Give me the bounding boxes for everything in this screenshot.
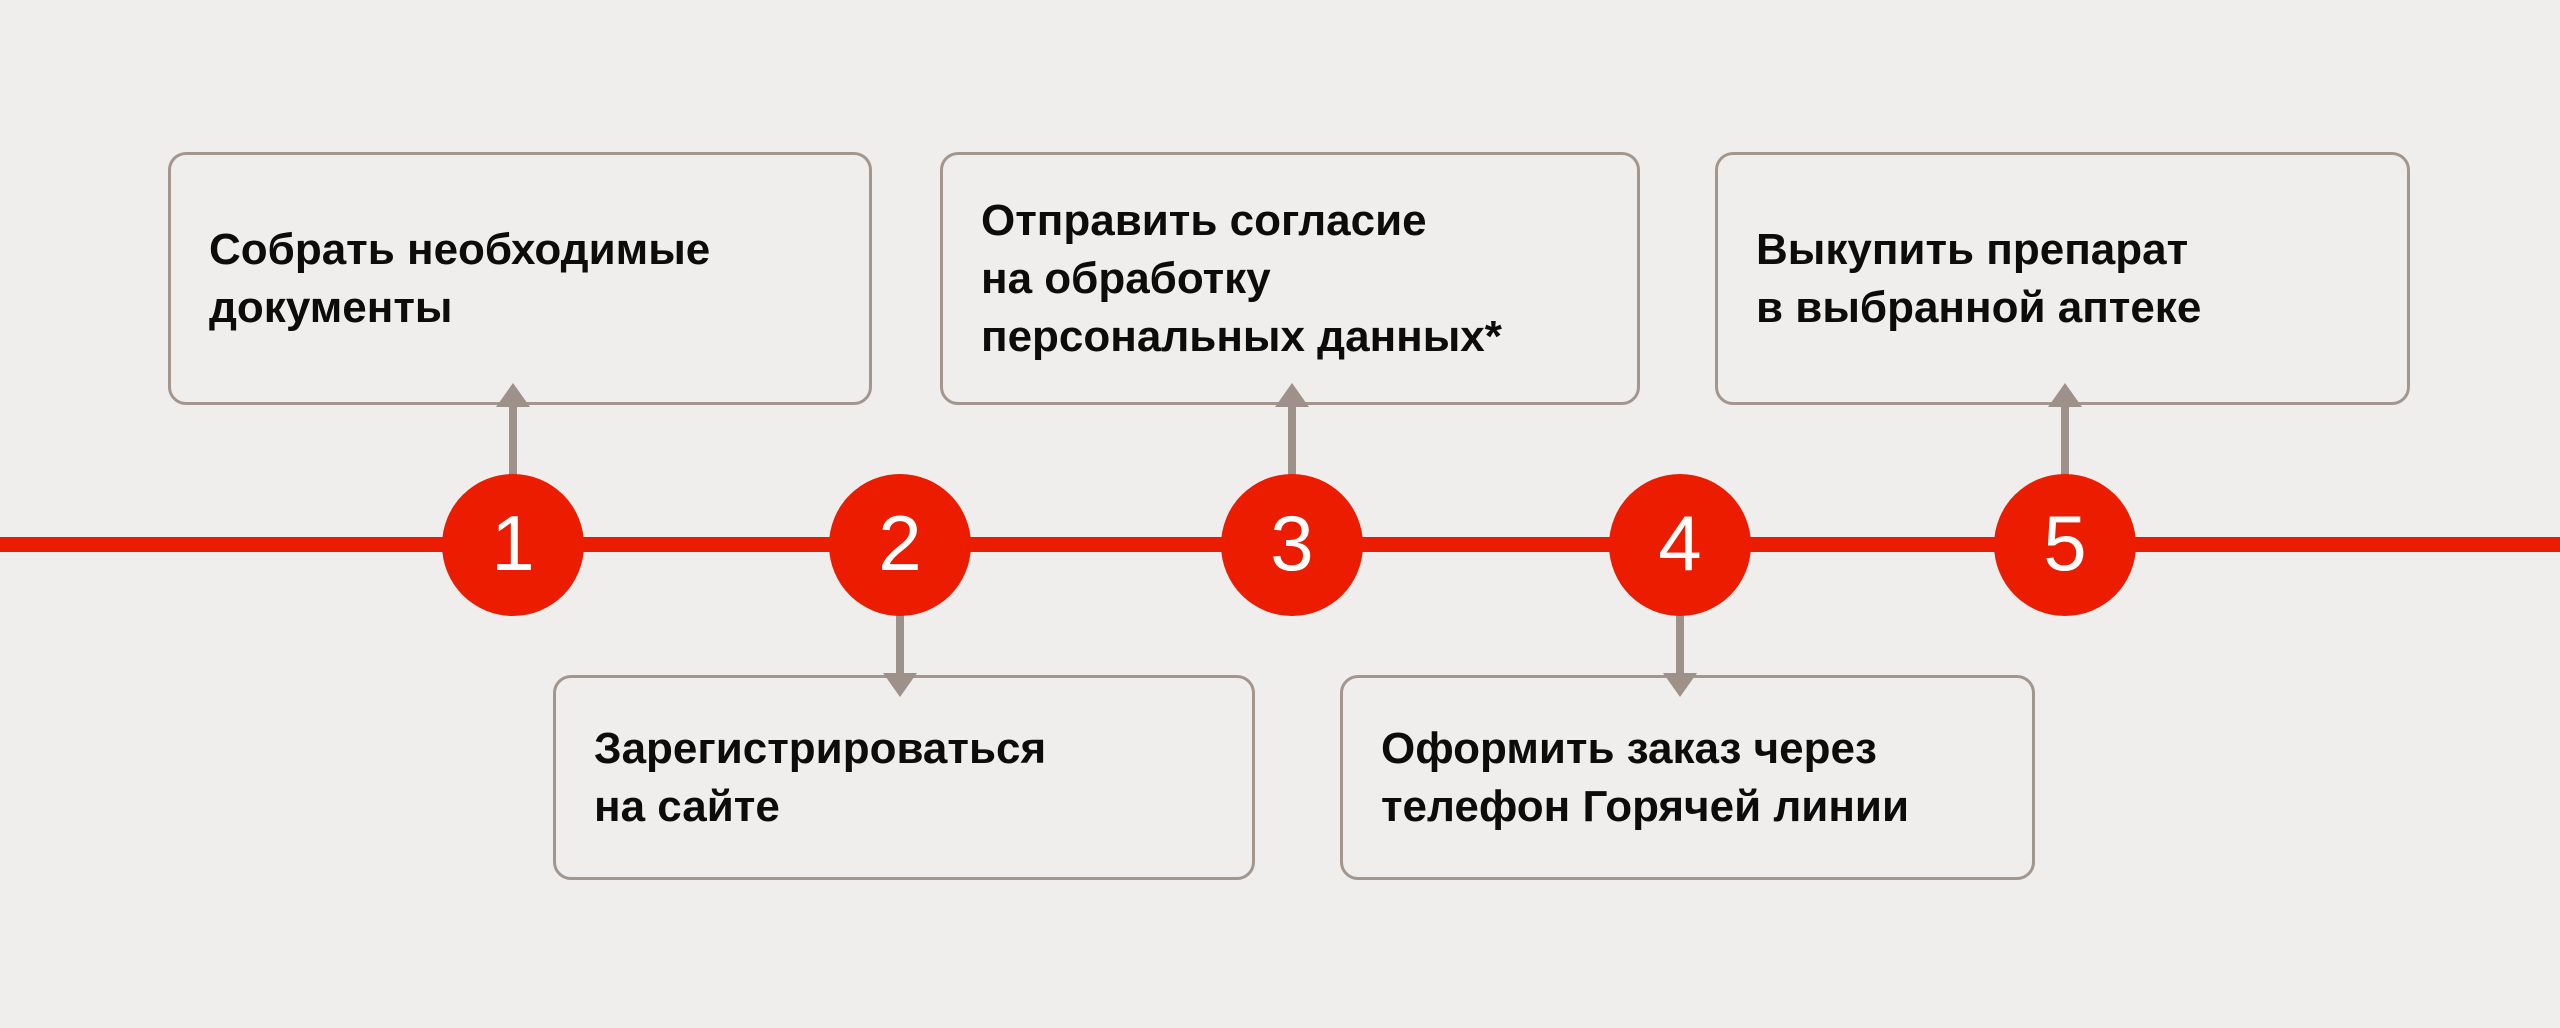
arrowhead-up-icon-3 xyxy=(1275,383,1309,407)
arrowhead-up-icon-5 xyxy=(2048,383,2082,407)
step-number-5: 5 xyxy=(2043,499,2087,587)
step-caption-text-4: Оформить заказ через телефон Горячей лин… xyxy=(1381,723,1910,831)
arrowhead-up-icon-1 xyxy=(496,383,530,407)
step-caption-box-5: Выкупить препарат в выбранной аптеке xyxy=(1715,152,2410,405)
step-caption-box-1: Собрать необходимые документы xyxy=(168,152,872,405)
arrow-up-icon-1 xyxy=(496,383,530,477)
step-node-5: 5 xyxy=(1994,474,2136,616)
step-node-4: 4 xyxy=(1609,474,1751,616)
step-number-1: 1 xyxy=(491,499,535,587)
arrow-up-icon-5 xyxy=(2048,383,2082,477)
arrowhead-down-icon-4 xyxy=(1663,673,1697,697)
arrow-up-icon-3 xyxy=(1275,383,1309,477)
step-node-1: 1 xyxy=(442,474,584,616)
arrowhead-down-icon-2 xyxy=(883,673,917,697)
step-number-4: 4 xyxy=(1658,499,1702,587)
step-caption-text-5: Выкупить препарат в выбранной аптеке xyxy=(1756,224,2202,332)
step-caption-box-2: Зарегистрироваться на сайте xyxy=(553,675,1255,880)
step-caption-box-3: Отправить согласие на обработку персонал… xyxy=(940,152,1640,405)
arrow-down-icon-4 xyxy=(1663,613,1697,697)
step-node-3: 3 xyxy=(1221,474,1363,616)
step-caption-text-3: Отправить согласие на обработку персонал… xyxy=(981,195,1502,361)
step-node-2: 2 xyxy=(829,474,971,616)
arrow-down-icon-2 xyxy=(883,613,917,697)
step-caption-text-1: Собрать необходимые документы xyxy=(209,224,711,332)
step-caption-text-2: Зарегистрироваться на сайте xyxy=(594,723,1047,831)
step-caption-box-4: Оформить заказ через телефон Горячей лин… xyxy=(1340,675,2035,880)
step-number-3: 3 xyxy=(1270,499,1314,587)
step-number-2: 2 xyxy=(878,499,922,587)
